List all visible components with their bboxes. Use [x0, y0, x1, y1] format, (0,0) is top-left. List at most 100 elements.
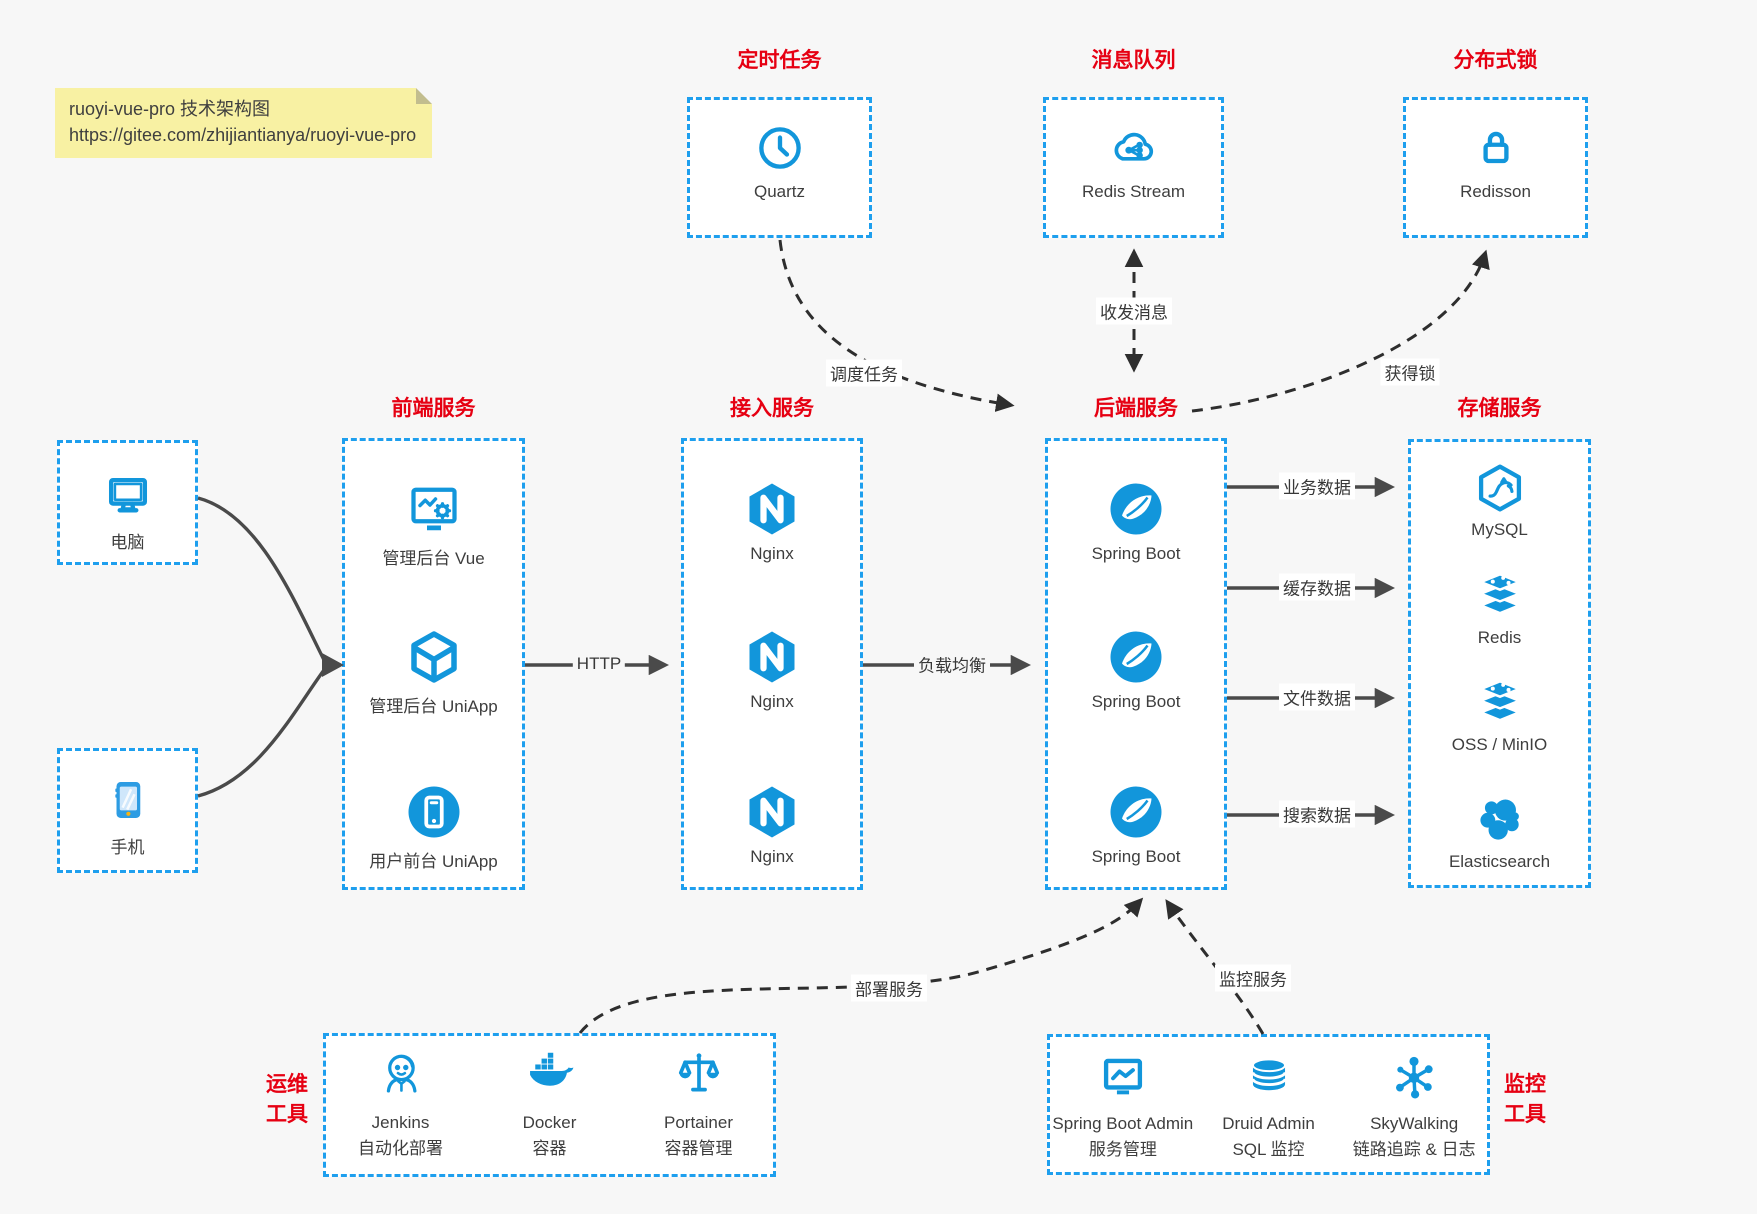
edge-deploy-service — [578, 897, 1144, 1034]
tool-name-portainer: Portainer — [664, 1113, 733, 1132]
storage-oss-minio: OSS / MinIO — [1411, 676, 1588, 755]
tool-portainer: Portainer 容器管理 — [624, 1048, 773, 1162]
edge-label-load-balance: 负载均衡 — [914, 650, 990, 678]
backend-spring-2: Spring Boot — [1048, 627, 1224, 712]
storage-redis: Redis — [1411, 569, 1588, 648]
sticky-note: ruoyi-vue-pro 技术架构图 https://gitee.com/zh… — [55, 88, 433, 158]
cloud-stream-icon — [1114, 132, 1153, 161]
mysql-icon — [1478, 464, 1521, 512]
edge-label-cache-data: 缓存数据 — [1279, 573, 1355, 601]
box-message-queue: Redis Stream — [1043, 97, 1224, 238]
phone-circle-icon — [408, 786, 459, 838]
tool-sub-druid: SQL 监控 — [1232, 1140, 1305, 1159]
node-spring-boot: Spring Boot — [1091, 847, 1181, 866]
node-spring-boot: Spring Boot — [1091, 544, 1181, 563]
edge-get-lock — [1191, 249, 1490, 413]
spring-boot-icon — [1110, 786, 1162, 838]
clock-icon — [758, 127, 801, 169]
edge-label-deploy: 部署服务 — [851, 974, 927, 1002]
tool-druid-admin: Druid Admin SQL 监控 — [1196, 1051, 1342, 1163]
title-monitor-tools: 监控 工具 — [1504, 1073, 1546, 1126]
title-distributed-lock: 分布式锁 — [1453, 49, 1538, 72]
edge-label-file-data: 文件数据 — [1279, 683, 1355, 711]
elasticsearch-icon — [1479, 799, 1519, 840]
tool-sub-sba: 服务管理 — [1088, 1140, 1157, 1159]
node-elasticsearch: Elasticsearch — [1448, 852, 1551, 871]
skywalking-network-icon — [1396, 1056, 1433, 1099]
nginx-icon — [749, 483, 795, 535]
box-pc-client: 电脑 — [57, 440, 198, 565]
node-user-uniapp: 用户前台 UniApp — [369, 852, 498, 871]
box-distributed-lock: Redisson — [1403, 97, 1588, 238]
edge-pc-to-frontend — [197, 496, 326, 661]
title-gateway-services: 接入服务 — [730, 397, 814, 420]
node-spring-boot: Spring Boot — [1091, 692, 1181, 711]
box-monitor-tools: Spring Boot Admin 服务管理 Druid Admin SQL 监… — [1047, 1034, 1490, 1175]
edge-clients-arrowhead — [322, 653, 344, 677]
node-redis: Redis — [1477, 628, 1522, 647]
box-scheduled-tasks: Quartz — [687, 97, 872, 238]
node-redisson: Redisson — [1460, 182, 1531, 201]
box-storage-services: MySQL Redis — [1408, 439, 1591, 888]
admin-screen-gear-icon — [410, 487, 457, 531]
edge-phone-to-frontend — [197, 669, 326, 798]
node-phone: 手机 — [110, 838, 145, 857]
spring-boot-icon — [1110, 483, 1162, 535]
redis-stack-icon — [1479, 573, 1520, 615]
node-nginx: Nginx — [750, 544, 794, 563]
gateway-nginx-1: Nginx — [684, 479, 860, 564]
tool-name-druid: Druid Admin — [1222, 1114, 1315, 1133]
box-phone-client: 手机 — [57, 748, 198, 873]
cube-icon — [410, 631, 457, 683]
gateway-nginx-3: Nginx — [684, 782, 860, 867]
title-storage-services: 存储服务 — [1457, 397, 1542, 420]
tool-jenkins: Jenkins 自动化部署 — [326, 1048, 475, 1162]
box-gateway-services: Nginx Nginx Nginx — [681, 438, 863, 890]
oss-stack-icon — [1479, 680, 1520, 722]
backend-spring-1: Spring Boot — [1048, 479, 1224, 564]
tool-name-sba: Spring Boot Admin — [1052, 1114, 1194, 1133]
tool-spring-boot-admin: Spring Boot Admin 服务管理 — [1050, 1051, 1196, 1163]
tool-docker: Docker 容器 — [475, 1048, 624, 1162]
portainer-scales-icon — [678, 1053, 719, 1092]
nginx-icon — [749, 786, 795, 838]
title-frontend-services: 前端服务 — [391, 397, 476, 420]
storage-elasticsearch: Elasticsearch — [1411, 793, 1588, 872]
storage-mysql: MySQL — [1411, 461, 1588, 540]
edge-label-get-lock: 获得锁 — [1380, 358, 1440, 386]
spring-boot-icon — [1110, 631, 1162, 683]
note-title: ruoyi-vue-pro 技术架构图 — [69, 99, 271, 119]
backend-spring-3: Spring Boot — [1048, 782, 1224, 867]
node-nginx: Nginx — [750, 847, 794, 866]
node-admin-vue: 管理后台 Vue — [382, 549, 485, 568]
node-redis-stream: Redis Stream — [1082, 182, 1185, 201]
tool-sub-portainer: 容器管理 — [664, 1139, 733, 1158]
box-backend-services: Spring Boot Spring Boot Spring Boot — [1045, 438, 1227, 890]
edge-label-http: HTTP — [572, 653, 626, 675]
node-pc: 电脑 — [110, 533, 145, 552]
edge-label-biz-data: 业务数据 — [1279, 472, 1355, 500]
tool-sub-skywalking: 链路追踪 & 日志 — [1352, 1140, 1476, 1159]
title-backend-services: 后端服务 — [1094, 397, 1178, 420]
tool-name-skywalking: SkyWalking — [1370, 1114, 1459, 1133]
edge-label-search-data: 搜索数据 — [1279, 800, 1355, 828]
frontend-user-uniapp: 用户前台 UniApp — [345, 782, 522, 872]
lock-icon — [1482, 131, 1509, 164]
mobile-phone-icon — [114, 781, 140, 819]
edge-label-schedule: 调度任务 — [826, 359, 902, 387]
node-nginx: Nginx — [750, 692, 794, 711]
note-fold-corner — [416, 88, 433, 104]
node-mysql: MySQL — [1471, 520, 1528, 539]
gateway-nginx-2: Nginx — [684, 627, 860, 712]
node-oss-minio: OSS / MinIO — [1451, 735, 1548, 754]
desktop-computer-icon — [108, 478, 147, 513]
admin-monitor-icon — [1103, 1058, 1142, 1095]
nginx-icon — [749, 631, 795, 683]
edge-label-monitor: 监控服务 — [1215, 964, 1291, 992]
tool-sub-jenkins: 自动化部署 — [358, 1139, 443, 1158]
note-url: https://gitee.com/zhijiantianya/ruoyi-vu… — [69, 125, 417, 145]
box-ops-tools: Jenkins 自动化部署 Docker 容器 — [323, 1033, 776, 1177]
title-ops-tools: 运维 工具 — [266, 1073, 308, 1126]
title-message-queue: 消息队列 — [1091, 49, 1176, 72]
node-quartz: Quartz — [753, 182, 806, 201]
